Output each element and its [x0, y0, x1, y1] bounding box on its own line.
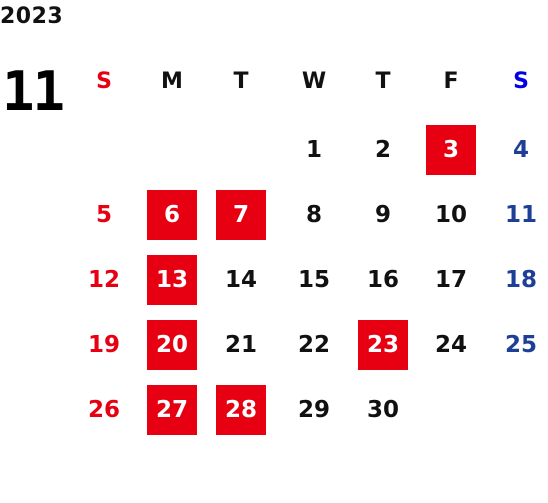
day-cell: 1: [305, 137, 322, 163]
day-cell: 17: [434, 267, 467, 293]
day-cell-highlighted: 6: [147, 190, 197, 240]
year-label: 2023: [0, 4, 64, 29]
day-cell: 29: [297, 397, 330, 423]
day-cell: 18: [504, 267, 537, 293]
weekday-header: F: [443, 68, 459, 94]
day-cell: 10: [434, 202, 467, 228]
day-cell: 14: [224, 267, 257, 293]
month-label: 11: [2, 60, 65, 123]
weekday-header: T: [233, 68, 249, 94]
day-cell-highlighted: 3: [426, 125, 476, 175]
day-cell: 16: [366, 267, 399, 293]
weekday-header: M: [161, 68, 183, 94]
day-cell: 26: [87, 397, 120, 423]
day-cell: 12: [87, 267, 120, 293]
day-cell-highlighted: 23: [358, 320, 408, 370]
day-cell-highlighted: 7: [216, 190, 266, 240]
day-cell-highlighted: 13: [147, 255, 197, 305]
day-cell: 2: [374, 137, 391, 163]
day-cell-highlighted: 20: [147, 320, 197, 370]
weekday-header: S: [513, 68, 529, 94]
day-cell: 24: [434, 332, 467, 358]
weekday-header: T: [375, 68, 391, 94]
day-cell: 19: [87, 332, 120, 358]
day-cell: 4: [512, 137, 529, 163]
weekday-header: W: [301, 68, 327, 94]
day-cell: 25: [504, 332, 537, 358]
day-cell: 9: [374, 202, 391, 228]
day-cell: 11: [504, 202, 537, 228]
weekday-header: S: [96, 68, 112, 94]
day-cell-highlighted: 28: [216, 385, 266, 435]
day-cell: 30: [366, 397, 399, 423]
day-cell: 8: [305, 202, 322, 228]
day-cell: 22: [297, 332, 330, 358]
day-cell-highlighted: 27: [147, 385, 197, 435]
day-cell: 15: [297, 267, 330, 293]
day-cell: 5: [95, 202, 112, 228]
day-cell: 21: [224, 332, 257, 358]
